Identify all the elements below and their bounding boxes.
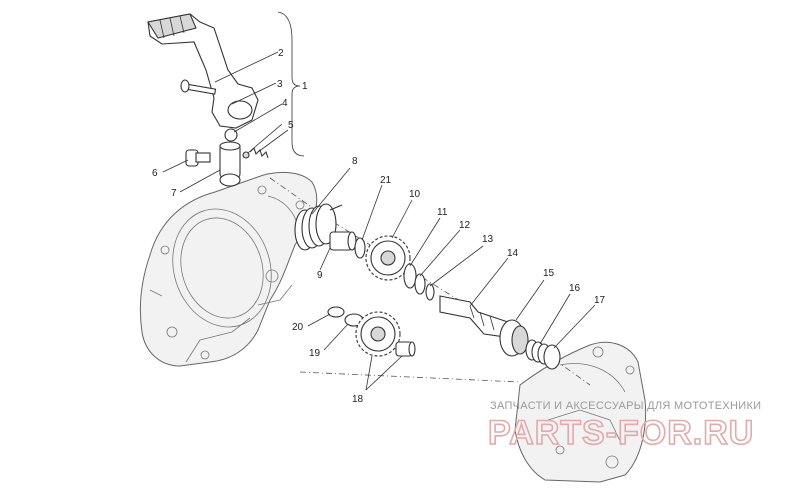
callout-1: 1 xyxy=(302,81,308,92)
callout-14: 14 xyxy=(507,248,519,259)
circlip xyxy=(425,283,435,301)
callout-10: 10 xyxy=(409,189,421,200)
lever-screw xyxy=(185,149,211,167)
detent-ball xyxy=(242,151,250,159)
leader-lines xyxy=(162,51,596,391)
bushing xyxy=(329,231,357,251)
callout-labels: 1 2 3 4 5 6 7 8 9 10 11 12 13 14 15 16 1… xyxy=(152,48,606,405)
callout-5: 5 xyxy=(288,120,294,131)
callout-4: 4 xyxy=(282,98,288,109)
callout-6: 6 xyxy=(152,168,158,179)
callout-3: 3 xyxy=(277,79,283,90)
callout-19: 19 xyxy=(309,348,321,359)
spacer xyxy=(403,263,417,289)
kickstart-gear xyxy=(365,235,411,281)
callout-16: 16 xyxy=(569,283,581,294)
callout-2: 2 xyxy=(278,48,284,59)
idler-gear xyxy=(355,311,401,357)
group-bracket xyxy=(277,11,305,157)
end-washer xyxy=(543,344,561,370)
callout-13: 13 xyxy=(482,234,494,245)
crankcase-right-fragment xyxy=(514,341,647,483)
callout-11: 11 xyxy=(437,207,448,218)
o-ring xyxy=(224,128,238,142)
callout-18: 18 xyxy=(352,394,364,405)
callout-9: 9 xyxy=(317,270,323,281)
callout-7: 7 xyxy=(171,188,177,199)
kick-shaft-bushing xyxy=(219,141,241,187)
watermark-tagline: ЗАПЧАСТИ И АКСЕССУАРЫ ДЛЯ МОТОТЕХНИКИ xyxy=(490,400,761,412)
crankcase-cover xyxy=(139,172,318,367)
callout-20: 20 xyxy=(292,322,304,333)
callout-15: 15 xyxy=(543,268,555,279)
watermark: ЗАПЧАСТИ И АКСЕССУАРЫ ДЛЯ МОТОТЕХНИКИ PA… xyxy=(487,400,761,453)
lever-bolt xyxy=(180,79,217,95)
kickstart-lever xyxy=(147,13,259,129)
callout-17: 17 xyxy=(594,295,606,306)
callout-8: 8 xyxy=(352,156,358,167)
callout-12: 12 xyxy=(459,220,471,231)
ratchet-gear xyxy=(499,319,529,357)
washer xyxy=(414,273,426,295)
watermark-logo-text: PARTS-FOR.RU xyxy=(488,414,754,452)
circlip-idler xyxy=(327,306,345,318)
callout-21: 21 xyxy=(380,175,392,186)
thrust-washer xyxy=(354,237,366,259)
assembly-axis-line xyxy=(299,371,521,383)
idler-bushing xyxy=(395,341,416,357)
